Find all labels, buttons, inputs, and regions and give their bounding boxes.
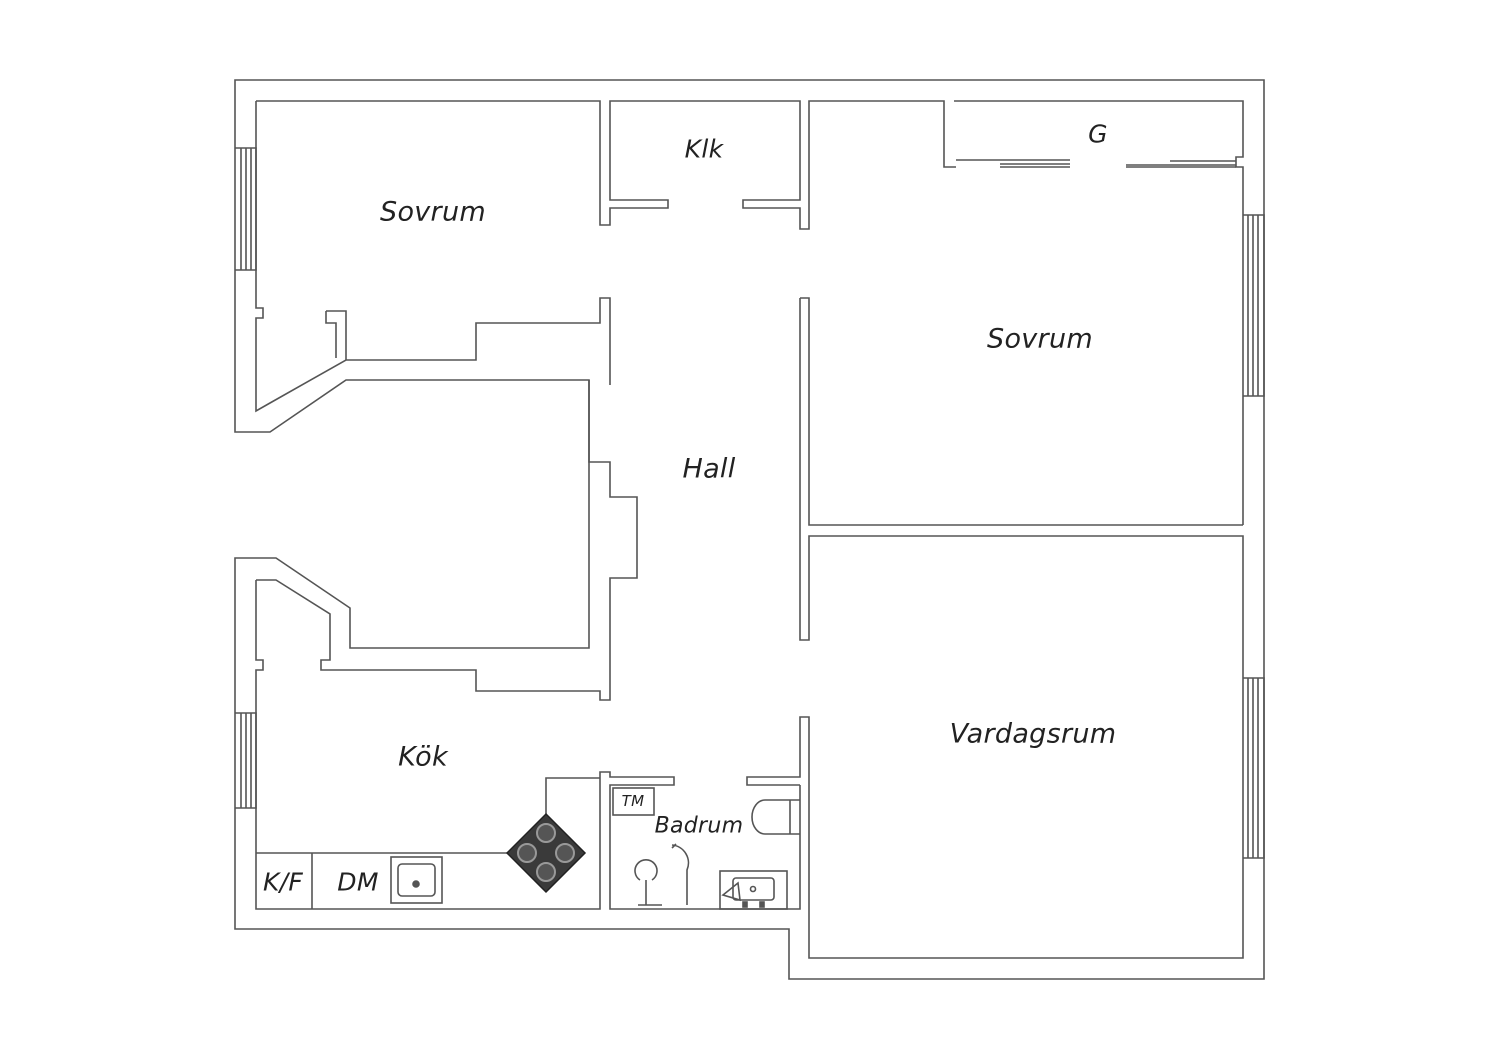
stove-icon [505,812,587,894]
bath-shower [634,843,690,906]
room-label-badrum: Badrum [654,813,744,839]
bath-sink [719,870,788,910]
window-right-bottom [1243,677,1265,859]
closet-door-left [956,159,1070,168]
wall-kok [255,579,801,910]
label-tm: TM [621,792,645,810]
window-left-top [235,147,257,271]
room-label-kok: Kök [398,741,448,773]
window-left-bottom [235,712,257,809]
toilet [751,799,800,835]
wall-sovrum-left [256,100,956,230]
wall-hall-right [746,297,1244,959]
room-label-klk: Klk [684,134,724,164]
outer-wall [234,79,1265,980]
wall-sovrum-left-nook [325,310,347,360]
room-label-vardagsrum: Vardagsrum [949,718,1117,750]
room-label-sovrum-left: Sovrum [380,196,486,228]
room-label-g: G [1088,119,1108,149]
sink [390,856,443,904]
wall-closet-g [954,100,1244,525]
tm-box [612,787,655,816]
label-kf: K/F [262,867,304,897]
room-label-hall: Hall [682,453,736,485]
window-right-top [1243,214,1265,397]
wall-sovrum-left-lower [255,101,611,413]
room-label-sovrum-right: Sovrum [987,323,1093,355]
wall-hall-left [588,380,638,648]
label-dm: DM [337,867,379,897]
closet-door-right [1126,160,1236,168]
